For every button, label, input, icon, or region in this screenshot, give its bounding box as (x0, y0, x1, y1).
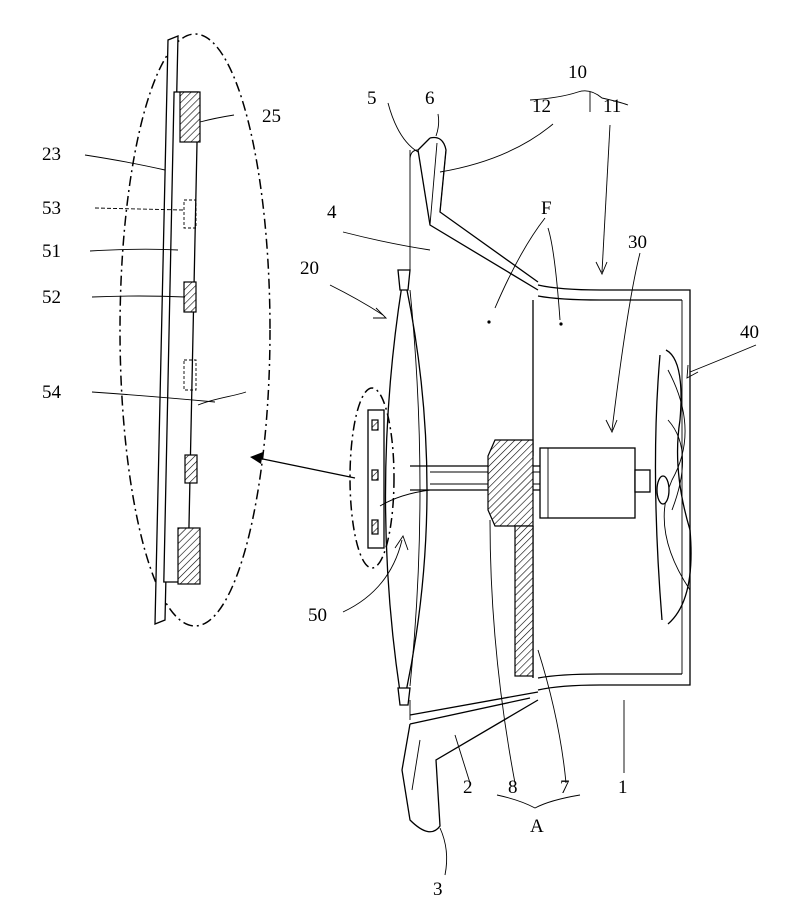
magnify-arrow (250, 452, 355, 478)
part-52b (185, 455, 197, 483)
label-53: 53 (42, 198, 61, 219)
label-12: 12 (532, 96, 551, 117)
label-6: 6 (425, 88, 435, 109)
label-8: 8 (508, 777, 518, 798)
label-23: 23 (42, 144, 61, 165)
label-50: 50 (308, 605, 327, 626)
label-F: F (541, 198, 552, 219)
magnified-detail (120, 34, 270, 626)
label-20: 20 (300, 258, 319, 279)
label-51: 51 (42, 241, 61, 262)
label-25: 25 (262, 106, 281, 127)
label-3: 3 (433, 879, 443, 900)
label-4: 4 (327, 202, 337, 223)
label-2: 2 (463, 777, 473, 798)
label-54: 54 (42, 382, 62, 403)
reference-labels: 25 23 53 51 52 54 5 6 10 12 11 4 F 30 20… (42, 62, 759, 900)
part-52 (184, 282, 196, 312)
label-A: A (530, 816, 544, 837)
label-7: 7 (560, 777, 570, 798)
part-25b (178, 528, 200, 584)
label-10: 10 (568, 62, 587, 83)
wire-54 (198, 392, 246, 405)
label-11: 11 (603, 96, 621, 117)
label-40: 40 (740, 322, 759, 343)
label-5: 5 (367, 88, 377, 109)
part-25 (180, 92, 200, 142)
label-30: 30 (628, 232, 647, 253)
label-1: 1 (618, 777, 628, 798)
label-52: 52 (42, 287, 61, 308)
